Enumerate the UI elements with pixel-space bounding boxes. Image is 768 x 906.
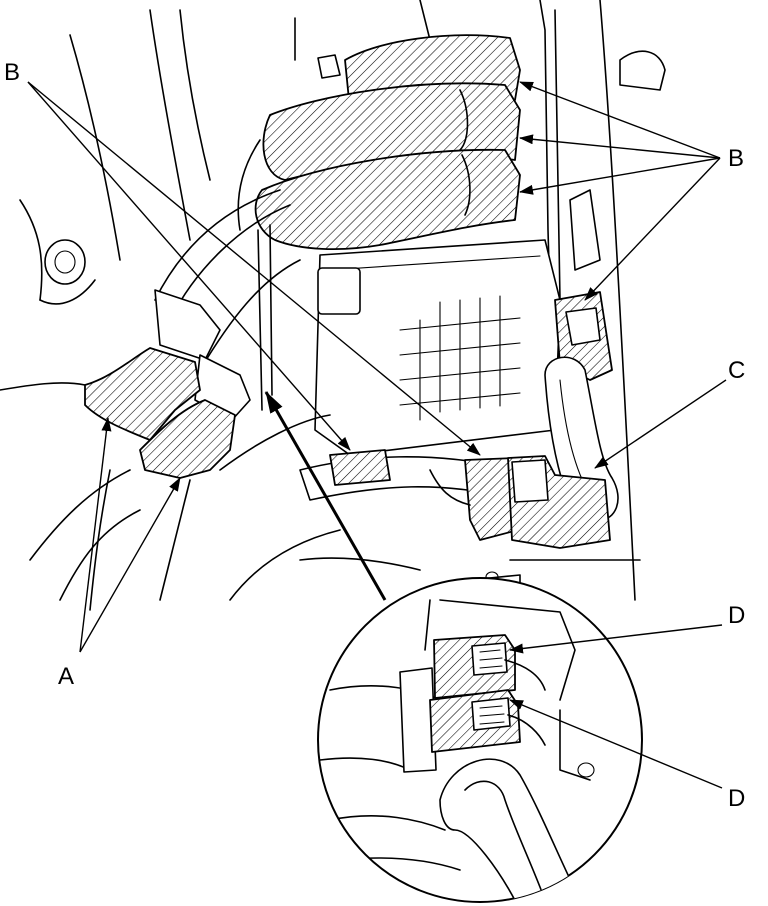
magnified-inset <box>317 577 643 903</box>
connector-bottom-left <box>329 449 391 486</box>
top-connector-group <box>237 34 521 251</box>
label-d-lower: D <box>728 785 745 812</box>
label-a: A <box>58 663 74 690</box>
label-b-right: B <box>728 145 744 172</box>
background-structure <box>0 0 666 601</box>
connector-bottom-mid <box>464 457 519 541</box>
connector-top-3 <box>254 148 521 251</box>
connector-a-upper <box>84 347 201 441</box>
leader-lines <box>27 81 727 789</box>
label-c: C <box>728 357 745 384</box>
left-connector-group <box>84 189 301 611</box>
connector-a-lower <box>139 399 236 479</box>
bottom-connector-group <box>299 449 611 549</box>
label-b-top-left: B <box>4 59 20 86</box>
label-d-upper: D <box>728 602 745 629</box>
